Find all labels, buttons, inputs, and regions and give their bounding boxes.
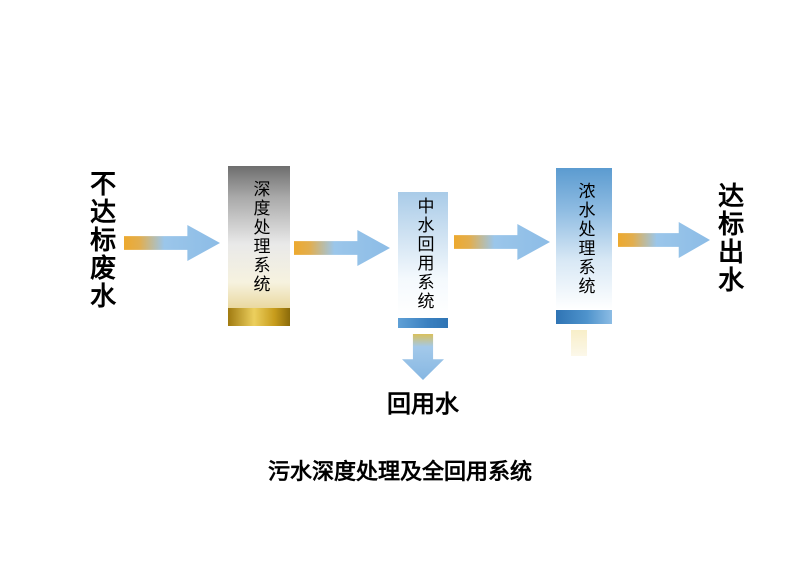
output-water-label: 达标出水 — [713, 182, 744, 294]
flow-arrow-4-icon — [618, 222, 710, 258]
diagram-title: 污水深度处理及全回用系统 — [267, 460, 532, 485]
stage-bar-blue-2 — [556, 310, 612, 324]
stage-bar-gold — [228, 308, 290, 326]
flow-arrow-2-icon — [294, 230, 390, 266]
stage-bar-blue-1 — [398, 318, 448, 328]
input-water-label: 不达标废水 — [85, 170, 116, 310]
stage-box-water-reuse: 中水回用系统 — [398, 192, 448, 316]
stage-box-concentrate-treatment: 浓水处理系统 — [556, 168, 612, 310]
faded-gold-mark — [571, 330, 587, 356]
flow-arrow-1-icon — [124, 225, 220, 261]
stage-box-deep-treatment: 深度处理系统 — [228, 166, 290, 308]
stage-label-concentrate-treatment: 浓水处理系统 — [574, 182, 595, 296]
reuse-water-label: 回用水 — [387, 390, 459, 418]
stage-label-deep-treatment: 深度处理系统 — [249, 180, 270, 294]
reuse-down-arrow-icon — [402, 334, 444, 380]
stage-label-water-reuse: 中水回用系统 — [413, 197, 434, 311]
flow-arrow-3-icon — [454, 224, 550, 260]
